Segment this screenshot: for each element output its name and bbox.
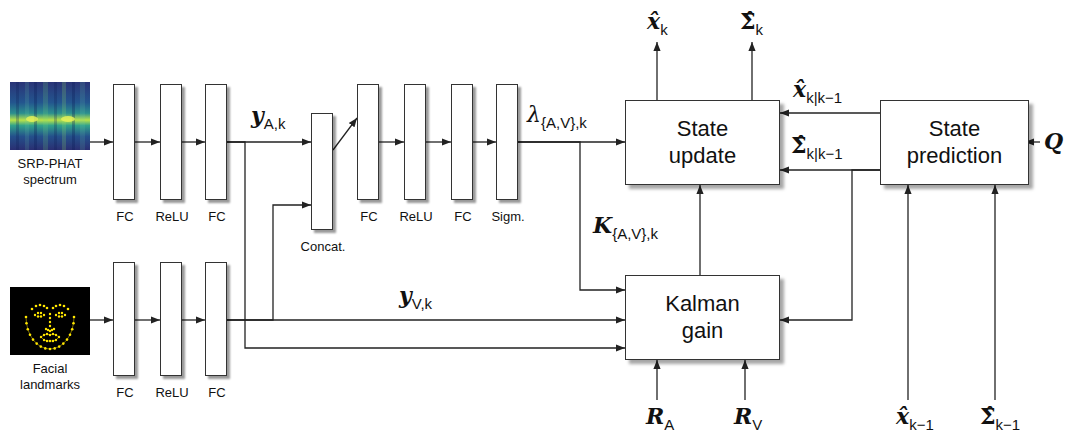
spectrum-image (10, 82, 90, 150)
edge-label: x̂k|k−1 (792, 76, 843, 105)
connector (135, 141, 160, 142)
layer-label: FC (95, 385, 155, 401)
process-box: State update (625, 100, 780, 185)
layer-label: ReLU (386, 209, 446, 225)
signal-label: RV (734, 403, 762, 432)
layer-label: FC (433, 209, 493, 225)
layer-label: ReLU (142, 385, 202, 401)
layer-block: ReLU (160, 84, 182, 200)
process-box: Kalman gain (625, 275, 780, 360)
process-box: State prediction (880, 100, 1029, 185)
layer-label: Concat. (293, 239, 353, 255)
layer-block: ReLU (160, 262, 182, 376)
layer-block: FC (451, 84, 473, 200)
connector (182, 141, 205, 142)
layer-block: FC (113, 84, 135, 200)
image-caption: Facial landmarks (0, 361, 100, 394)
layer-block: FC (205, 262, 227, 376)
layer-label: FC (95, 209, 155, 225)
connector (227, 319, 625, 320)
box-label: State prediction (892, 116, 1017, 169)
landmarks-image (10, 287, 90, 355)
input-image: Facial landmarks (10, 287, 90, 355)
connector (780, 112, 880, 113)
signal-label: Σ̂k−1 (980, 403, 1020, 432)
layer-block: FC (357, 84, 379, 200)
layer-label: FC (187, 209, 247, 225)
layer-block: FC (113, 262, 135, 376)
connector (182, 319, 205, 320)
connector (379, 141, 404, 142)
layer-block: FC (205, 84, 227, 200)
box-label: Kalman gain (648, 291, 758, 344)
edge-label: yA,k (250, 102, 286, 131)
layer-label: FC (339, 209, 399, 225)
connector (426, 141, 451, 142)
box-label: State update (648, 116, 758, 169)
image-caption: SRP-PHAT spectrum (0, 156, 100, 189)
input-image: SRP-PHAT spectrum (10, 82, 90, 150)
edge-label: yV,k (398, 282, 433, 311)
layer-block: ReLU (404, 84, 426, 200)
connector (227, 205, 311, 320)
signal-arrow (656, 42, 657, 100)
signal-label: Q (1044, 128, 1063, 157)
layer-label: FC (187, 385, 247, 401)
signal-arrow (994, 185, 995, 400)
signal-label: x̂k−1 (896, 403, 934, 432)
connector (518, 142, 625, 290)
layer-block: Concat. (311, 113, 333, 230)
connector (90, 141, 113, 142)
signal-arrow (744, 360, 745, 400)
edge-label: K{A,V},k (592, 212, 659, 241)
connector (135, 319, 160, 320)
signal-arrow (656, 360, 657, 400)
signal-label: x̂k (647, 8, 668, 37)
connector (90, 319, 113, 320)
connector (333, 118, 357, 150)
connector (227, 142, 625, 348)
connector (699, 185, 700, 275)
edge-label: λ{A,V},k (526, 102, 588, 130)
edge-label: Σ̂k|k−1 (790, 132, 844, 161)
signal-label: RA (646, 403, 674, 432)
layer-label: Sigm. (478, 209, 538, 225)
signal-arrow (907, 185, 908, 400)
connector (473, 141, 496, 142)
signal-arrow (751, 42, 752, 100)
layer-label: ReLU (142, 209, 202, 225)
layer-block: Sigm. (496, 84, 518, 200)
connector (780, 170, 880, 320)
signal-label: Σ̂k (740, 8, 763, 37)
